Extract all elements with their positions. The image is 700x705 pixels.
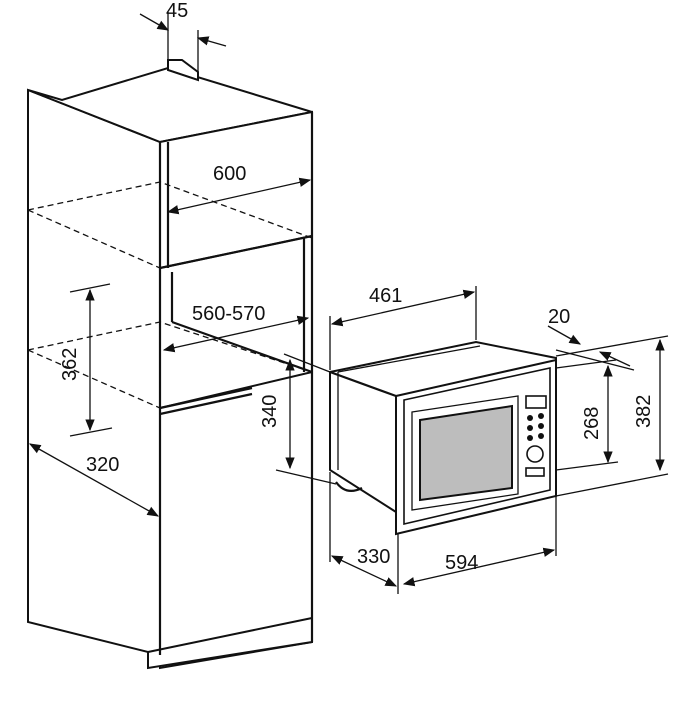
dimension-lines: [28, 12, 669, 594]
dim-label-oven-body-height: 268: [581, 407, 603, 440]
control-button: [538, 423, 544, 429]
dim-label-niche-depth-height: 340: [259, 395, 281, 428]
microwave-oven: [329, 340, 557, 536]
dim-label-cabinet-depth: 320: [86, 454, 119, 476]
door-release-button: [525, 467, 545, 477]
control-button: [538, 413, 544, 419]
control-button: [527, 435, 533, 441]
cabinet-top-rail: [167, 59, 199, 82]
dim-label-cabinet-width: 600: [213, 163, 246, 185]
oven-window: [419, 404, 513, 502]
dimension-labels: 45 600 560-570 362 320 340 461 20 268 38…: [59, 0, 655, 574]
control-button: [527, 415, 533, 421]
dim-label-cabinet-inner-width: 560-570: [192, 303, 265, 325]
dim-label-frame-thickness: 20: [548, 306, 570, 328]
control-button: [538, 433, 544, 439]
dim-label-niche-height: 362: [59, 348, 81, 381]
dim-label-frame-width: 594: [445, 552, 478, 574]
dim-label-oven-depth: 330: [357, 546, 390, 568]
oven-foot: [335, 481, 363, 493]
dim-label-frame-height: 382: [633, 395, 655, 428]
oven-control-panel: [525, 395, 547, 477]
cabinet-top: [27, 66, 313, 144]
dim-label-oven-width-top: 461: [369, 285, 402, 307]
cabinet-left-side: [27, 88, 161, 657]
control-button: [527, 425, 533, 431]
control-knob-icon: [526, 445, 544, 463]
dim-label-top-offset: 45: [166, 0, 188, 22]
oven-display: [525, 395, 547, 409]
